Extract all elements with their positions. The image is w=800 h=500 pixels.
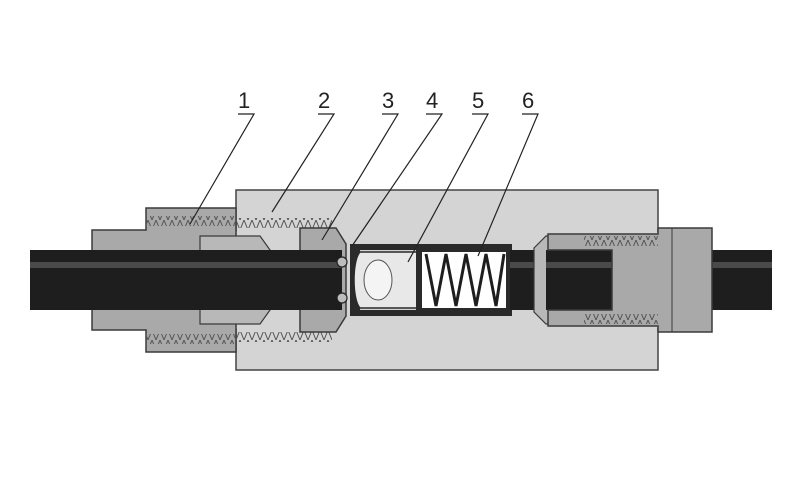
callout-6: 6 [522, 88, 534, 113]
o-ring-bottom [336, 292, 348, 304]
left-tube [30, 250, 342, 310]
leader-4 [351, 113, 444, 247]
leader-5 [407, 113, 490, 263]
right-nut-thread-bottom [584, 314, 658, 324]
leader-6 [477, 113, 539, 257]
body-thread-left-bottom [236, 332, 332, 342]
poppet-face [363, 259, 393, 301]
right-nut [547, 227, 713, 333]
left-tube-highlight [30, 262, 342, 268]
callout-4: 4 [426, 88, 438, 113]
callout-1: 1 [238, 88, 250, 113]
o-ring-top [336, 256, 348, 268]
body-thread-left-top [236, 218, 332, 228]
poppet-housing [350, 244, 420, 316]
callout-2: 2 [318, 88, 330, 113]
leader-1 [189, 113, 256, 225]
leader-lines [189, 113, 539, 263]
left-nut-thread-bottom [146, 334, 236, 344]
callout-5: 5 [472, 88, 484, 113]
right-nut-thread-top [584, 236, 658, 246]
callout-3: 3 [382, 88, 394, 113]
left-nut-thread-top [146, 216, 236, 226]
leader-2 [271, 113, 336, 213]
leader-3 [321, 113, 400, 241]
spring [424, 253, 506, 307]
